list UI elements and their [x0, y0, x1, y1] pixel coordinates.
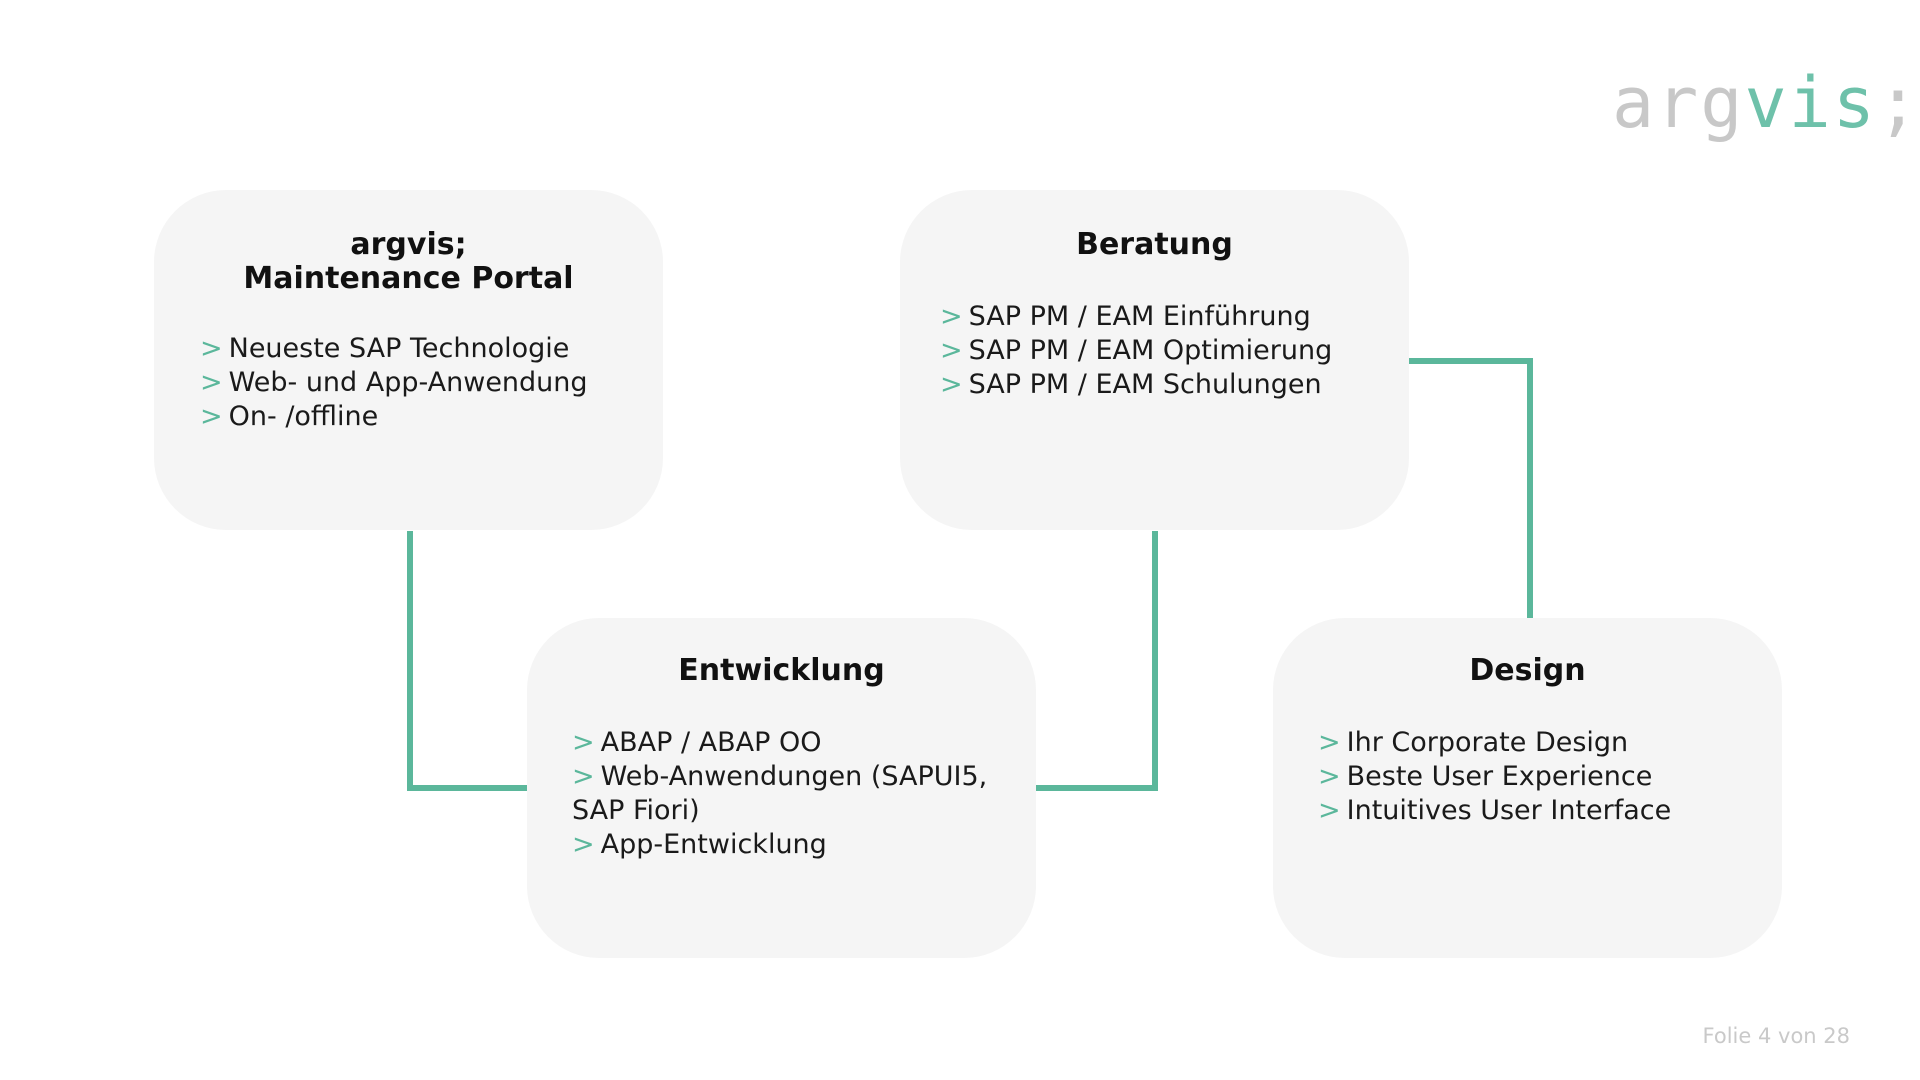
list-item: >Intuitives User Interface — [1318, 794, 1758, 828]
card-feature-list: >SAP PM / EAM Einführung >SAP PM / EAM O… — [940, 300, 1390, 402]
chevron-right-icon: > — [572, 761, 595, 792]
list-item-label: ABAP / ABAP OO — [600, 727, 822, 758]
card-title-text: Beratung — [1076, 227, 1233, 262]
card-title: argvis; Maintenance Portal — [154, 228, 663, 296]
card-title-text: Design — [1469, 653, 1586, 688]
card-feature-list: >Neueste SAP Technologie >Web- und App-A… — [200, 332, 640, 434]
card-beratung: Beratung >SAP PM / EAM Einführung >SAP P… — [900, 190, 1409, 530]
chevron-right-icon: > — [940, 335, 963, 366]
list-item-label: SAP PM / EAM Schulungen — [968, 369, 1322, 400]
list-item: >SAP PM / EAM Optimierung — [940, 334, 1390, 368]
list-item-label: Beste User Experience — [1346, 761, 1653, 792]
list-item: >ABAP / ABAP OO — [572, 726, 1012, 760]
card-title: Beratung — [900, 228, 1409, 262]
card-maintenance-portal: argvis; Maintenance Portal >Neueste SAP … — [154, 190, 663, 530]
chevron-right-icon: > — [572, 727, 595, 758]
list-item-label: Web- und App-Anwendung — [228, 367, 588, 398]
list-item-label: Intuitives User Interface — [1346, 795, 1672, 826]
connector-portal-entwicklung — [407, 531, 527, 791]
card-feature-list: >ABAP / ABAP OO >Web-Anwendungen (SAPUI5… — [572, 726, 1012, 862]
connector-beratung-design — [1409, 358, 1533, 618]
list-item: >Beste User Experience — [1318, 760, 1758, 794]
list-item-label: Ihr Corporate Design — [1346, 727, 1629, 758]
list-item: >Neueste SAP Technologie — [200, 332, 640, 366]
card-title-text: Entwicklung — [678, 653, 885, 688]
list-item-label: App-Entwicklung — [600, 829, 827, 860]
list-item-label: SAP PM / EAM Einführung — [968, 301, 1311, 332]
chevron-right-icon: > — [1318, 761, 1341, 792]
chevron-right-icon: > — [940, 369, 963, 400]
slide-number: Folie 4 von 28 — [1702, 1024, 1850, 1048]
card-title-line2: Maintenance Portal — [243, 261, 574, 296]
argvis-logo: argvis; — [1612, 68, 1920, 138]
chevron-right-icon: > — [572, 829, 595, 860]
card-title: Entwicklung — [527, 654, 1036, 688]
logo-part-arg: arg — [1612, 62, 1745, 144]
list-item: >SAP PM / EAM Schulungen — [940, 368, 1390, 402]
list-item-label: Neueste SAP Technologie — [228, 333, 570, 364]
list-item: >Web-Anwendungen (SAPUI5, SAP Fiori) — [572, 760, 1012, 828]
list-item-label: SAP PM / EAM Optimierung — [968, 335, 1333, 366]
list-item: >On- /offline — [200, 400, 640, 434]
card-title-line1: argvis; — [350, 227, 467, 262]
chevron-right-icon: > — [1318, 795, 1341, 826]
chevron-right-icon: > — [200, 401, 223, 432]
logo-part-vis: vis — [1744, 62, 1877, 144]
list-item: >SAP PM / EAM Einführung — [940, 300, 1390, 334]
card-design: Design >Ihr Corporate Design >Beste User… — [1273, 618, 1782, 958]
logo-part-semicolon: ; — [1876, 62, 1920, 144]
card-entwicklung: Entwicklung >ABAP / ABAP OO >Web-Anwendu… — [527, 618, 1036, 958]
chevron-right-icon: > — [1318, 727, 1341, 758]
list-item: >App-Entwicklung — [572, 828, 1012, 862]
card-feature-list: >Ihr Corporate Design >Beste User Experi… — [1318, 726, 1758, 828]
list-item-label: Web-Anwendungen (SAPUI5, SAP Fiori) — [572, 761, 988, 826]
chevron-right-icon: > — [200, 333, 223, 364]
chevron-right-icon: > — [940, 301, 963, 332]
list-item-label: On- /offline — [228, 401, 379, 432]
connector-entwicklung-beratung — [1036, 531, 1158, 791]
chevron-right-icon: > — [200, 367, 223, 398]
card-title: Design — [1273, 654, 1782, 688]
list-item: >Ihr Corporate Design — [1318, 726, 1758, 760]
list-item: >Web- und App-Anwendung — [200, 366, 640, 400]
